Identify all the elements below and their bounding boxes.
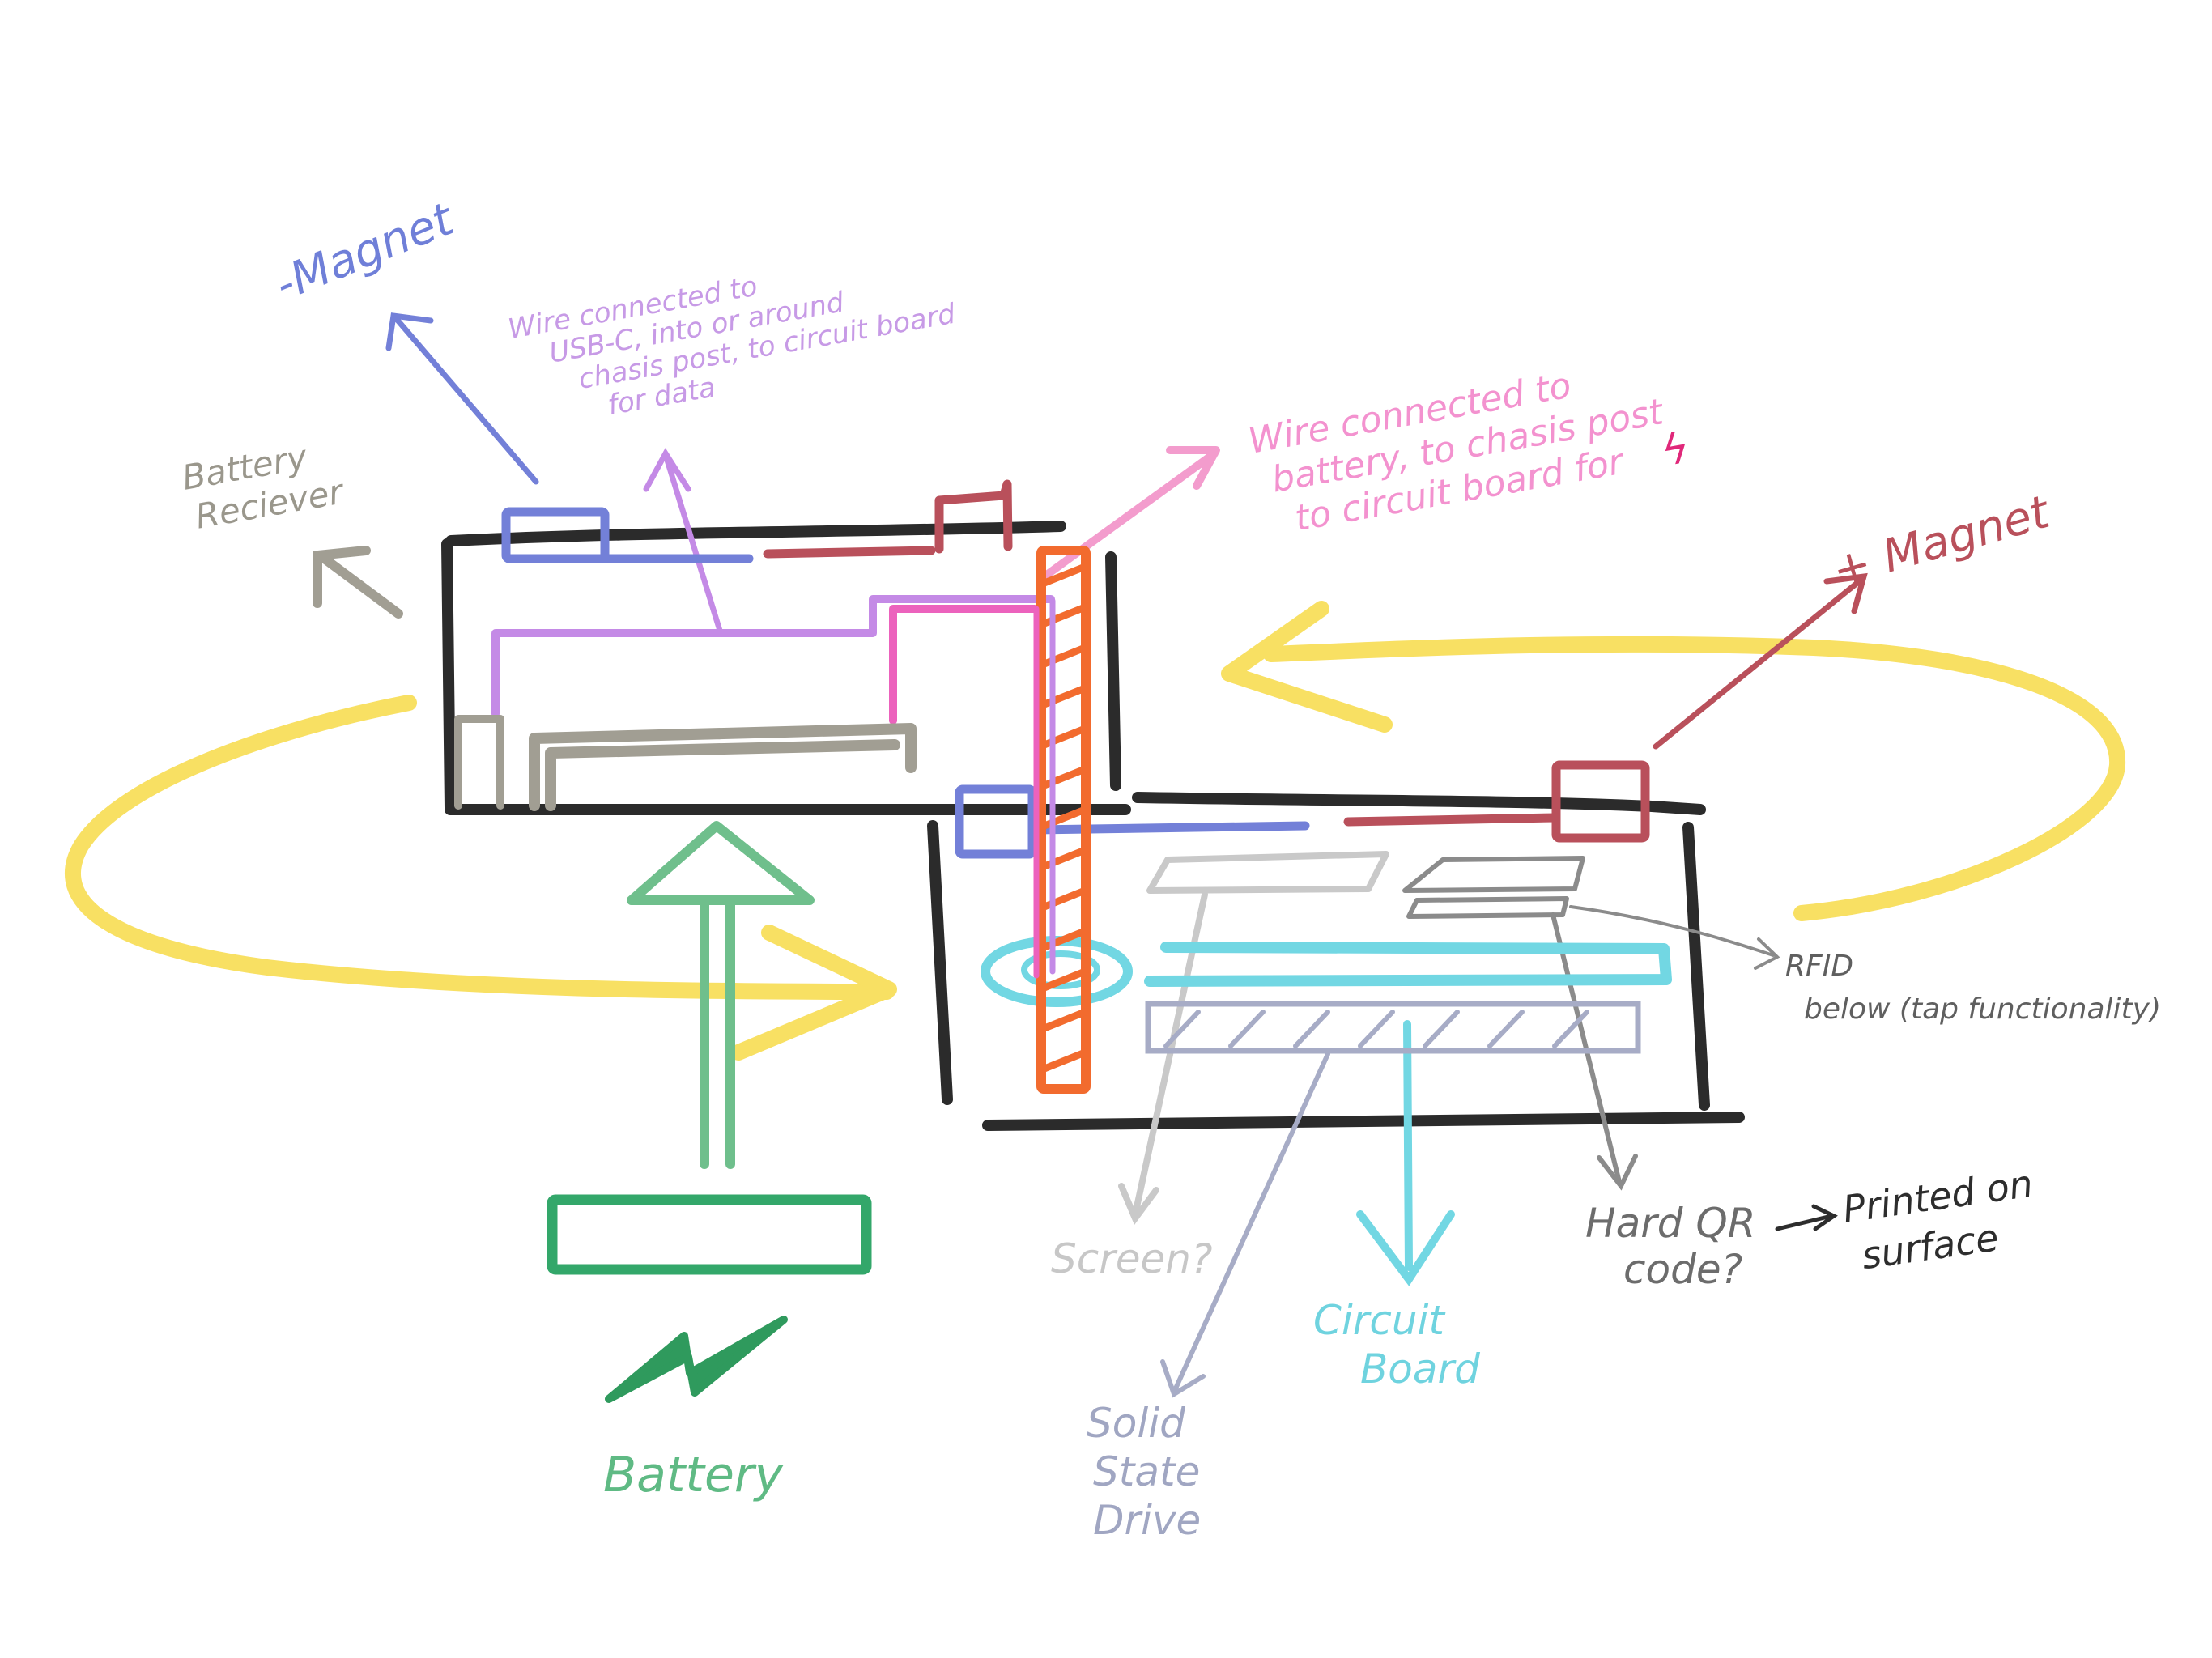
- left-rotation-arrowhead: [730, 925, 897, 1061]
- ssd-label-line-3: Drive: [1093, 1497, 1201, 1544]
- ssd-label-line-2: State: [1093, 1448, 1200, 1495]
- battery-assembly: [547, 821, 872, 1403]
- left-rotation-arrow: [65, 695, 895, 1000]
- lower-chassis-outline: [927, 792, 1745, 1131]
- ssd-label: Solid State Drive: [1087, 1400, 1201, 1544]
- battery-receiver-tray: [529, 723, 917, 811]
- battery-insert-arrow: [627, 821, 815, 1169]
- upper-pos-magnet: [934, 479, 1013, 554]
- right-rotation-arrowhead: [1221, 601, 1393, 733]
- lightning-bolt-icon: [605, 1316, 788, 1403]
- chassis-post-body: [1036, 546, 1091, 1094]
- usb-data-wire: [491, 595, 1055, 718]
- neg-magnet-label: -Magnet: [268, 193, 462, 312]
- printed-arrow: [1775, 1204, 1838, 1231]
- rfid-label-line-2: below (tap functionality): [1804, 993, 2161, 1026]
- pos-magnet-pointer: [1653, 572, 1868, 750]
- usb-wire-label: Wire connected to USB-C, into or around …: [505, 270, 958, 423]
- upper-neg-magnet: [501, 507, 610, 563]
- upper-pos-magnet-strip: [763, 546, 936, 559]
- right-rotation-arrow: [1263, 636, 2126, 921]
- upper-chassis-outline: [441, 521, 1131, 815]
- ssd-label-line-1: Solid: [1087, 1400, 1185, 1447]
- printed-label-line-1: Printed on: [1840, 1162, 2035, 1231]
- lower-module: [927, 572, 1868, 1398]
- usb-c-port-inner: [1021, 950, 1100, 989]
- rfid-label: RFID below (tap functionality): [1785, 950, 2161, 1026]
- rfid-label-line-1: RFID: [1785, 950, 1853, 983]
- neg-magnet-pointer: [385, 312, 539, 485]
- pos-magnet-label: + Magnet: [1827, 486, 2057, 598]
- circuit-board-pointer: [1356, 1020, 1455, 1286]
- upper-module: [313, 312, 1220, 815]
- printed-label: Printed on surface: [1840, 1162, 2035, 1278]
- hard-qr-label-line-1: Hard QR: [1585, 1200, 1756, 1247]
- battery-receiver-pointer: [313, 546, 403, 619]
- battery-label: Battery: [603, 1447, 785, 1503]
- screen-panel: [1146, 851, 1389, 894]
- chassis-post: [1033, 546, 1091, 1094]
- circuit-board-label: Circuit Board: [1313, 1297, 1480, 1392]
- battery-receiver-left: [454, 715, 504, 810]
- rfid-pointer: [1569, 905, 1780, 970]
- rfid-plate: [1406, 896, 1569, 919]
- ssd-body: [1145, 1001, 1641, 1054]
- lower-neg-magnet: [955, 784, 1037, 859]
- power-wire-pointer: [1040, 446, 1220, 580]
- battery-body: [547, 1194, 872, 1275]
- rotation-arrows: [65, 601, 2126, 1061]
- hard-qr-label: Hard QR code?: [1585, 1200, 1756, 1293]
- hard-qr-label-line-2: code?: [1623, 1246, 1742, 1293]
- power-wire: [889, 605, 1039, 725]
- usb-wire-pointer: [643, 448, 724, 636]
- chassis-post-thread: [1040, 563, 1089, 1073]
- lower-pos-magnet: [1551, 760, 1650, 843]
- lower-neg-magnet-strip: [1030, 821, 1310, 835]
- lower-pos-magnet-strip: [1343, 813, 1559, 827]
- qr-plate-upper: [1402, 856, 1585, 893]
- usb-c-port-coil: [981, 936, 1133, 1007]
- battery-receiver-label: Battery Reciever: [179, 436, 348, 536]
- power-lightning-glyph: ϟ: [1657, 423, 1693, 476]
- screen-label: Screen?: [1051, 1235, 1213, 1282]
- ssd-pointer: [1160, 1052, 1330, 1398]
- circuit-board-label-line-1: Circuit: [1313, 1297, 1446, 1344]
- circuit-board: [1144, 942, 1672, 987]
- ssd-hatching: [1163, 1010, 1589, 1048]
- power-wire-label: Wire connected to battery, to chasis pos…: [1245, 365, 1693, 540]
- circuit-board-label-line-2: Board: [1360, 1346, 1480, 1392]
